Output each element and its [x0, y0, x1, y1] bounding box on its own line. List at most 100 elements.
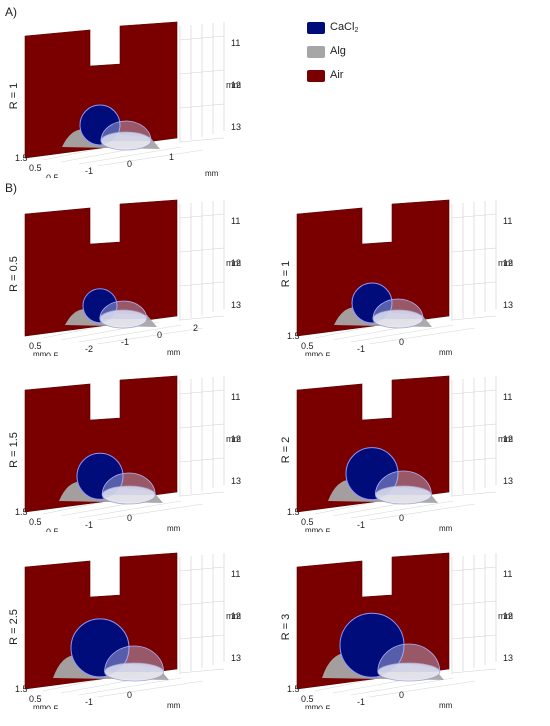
z-tick-label: 11: [503, 216, 512, 226]
y-tick-label: -2: [85, 344, 93, 354]
axis-grid: [451, 200, 497, 321]
floor-line: [350, 324, 454, 343]
grid-line-horizontal: [451, 600, 497, 606]
panel-r-label: R = 1: [280, 261, 292, 288]
x-axis-unit: mm: [305, 526, 319, 532]
y-tick-label: 0: [399, 690, 404, 700]
z-tick-label: 12: [503, 611, 513, 621]
floor-line: [78, 677, 182, 696]
grid-line-horizontal: [451, 423, 497, 429]
x-tick-label: 0.5: [29, 341, 42, 351]
floor-line: [368, 327, 476, 345]
x-tick-label: 1.5: [15, 153, 28, 163]
y-tick-label: -1: [121, 337, 129, 347]
legend-item-air: Air: [307, 69, 427, 84]
x-tick-label: -0.5: [315, 351, 331, 356]
x-tick-label: 0.5: [29, 694, 42, 704]
legend-item-cacl2: CaCl2: [307, 21, 427, 36]
z-tick-label: 12: [231, 80, 241, 90]
z-tick-label: 13: [231, 476, 241, 486]
y-tick-label: -1: [357, 520, 365, 530]
cacl2-droplet: [339, 612, 405, 678]
z-tick-label: 13: [503, 653, 513, 663]
y-tick-label: 2: [193, 323, 198, 333]
z-tick-label: 11: [231, 569, 240, 579]
alginate-dome: [375, 470, 432, 496]
y-tick-label: -1: [85, 166, 93, 176]
axis-grid: [179, 376, 225, 497]
alginate-dome: [372, 298, 424, 320]
z-tick-label: 11: [503, 392, 512, 402]
z-tick-label: 13: [503, 300, 513, 310]
floor-line: [78, 324, 182, 343]
alginate-dome: [377, 643, 441, 673]
legend-label-air: Air: [330, 69, 344, 81]
z-tick-label: 12: [503, 434, 513, 444]
grid-line-horizontal: [451, 247, 497, 253]
panel-r-label: R = 3: [280, 614, 292, 641]
air-slab: [24, 375, 178, 513]
air-slab: [24, 199, 178, 337]
x-tick-label: -0.5: [315, 704, 331, 709]
axis-grid: [179, 553, 225, 674]
grid-line-horizontal: [179, 600, 225, 606]
grid-line-horizontal: [451, 457, 497, 463]
y-axis-unit: mm: [167, 348, 181, 356]
x-tick-label: 0.5: [29, 163, 42, 173]
x-tick-label: -0.5: [43, 351, 59, 356]
grid-line-horizontal: [451, 491, 497, 497]
legend-swatch-cacl2: [307, 22, 325, 34]
floor-line: [350, 677, 454, 696]
grid-line-horizontal: [179, 668, 225, 674]
z-tick-label: 12: [231, 434, 241, 444]
z-tick-label: 13: [503, 476, 513, 486]
grid-line-horizontal: [451, 634, 497, 640]
x-tick-label: 1.5: [287, 684, 300, 694]
alginate-dome: [100, 120, 152, 142]
floor-line: [78, 500, 182, 519]
x-tick-label: -0.5: [43, 527, 59, 532]
floor-line: [96, 680, 204, 698]
panel-r-label: R = 1.5: [8, 432, 20, 468]
grid-line-horizontal: [179, 247, 225, 253]
z-tick-label: 11: [231, 38, 240, 48]
x-tick-label: 0.5: [301, 341, 314, 351]
y-tick-label: 0: [127, 690, 132, 700]
x-tick-label: 1.5: [15, 507, 28, 517]
x-axis-unit: mm: [305, 703, 319, 709]
panel-r-label: R = 1: [8, 83, 20, 110]
section-label-b: B): [5, 181, 17, 195]
y-tick-label: 0: [127, 159, 132, 169]
alginate-dome: [99, 300, 148, 320]
legend-swatch-air: [307, 70, 325, 82]
grid-line-horizontal: [451, 668, 497, 674]
y-axis-unit: mm: [439, 524, 453, 532]
y-axis-unit: mm: [439, 701, 453, 709]
axis-grid: [451, 376, 497, 497]
x-tick-label: 0.5: [301, 694, 314, 704]
grid-line-horizontal: [179, 213, 225, 219]
grid-line-horizontal: [179, 389, 225, 395]
floor-line: [368, 503, 476, 521]
y-axis-unit: mm: [167, 524, 181, 532]
legend-label-alg: Alg: [330, 45, 346, 57]
x-tick-label: 1.5: [15, 684, 28, 694]
grid-line-horizontal: [179, 457, 225, 463]
z-axis-unit: mm: [498, 611, 513, 621]
grid-line-horizontal: [451, 566, 497, 572]
grid-line-horizontal: [179, 491, 225, 497]
grid-line-horizontal: [179, 315, 225, 321]
y-tick-label: -1: [85, 520, 93, 530]
legend-item-alg: Alg: [307, 45, 427, 60]
z-axis-unit: mm: [226, 80, 241, 90]
z-axis-unit: mm: [498, 258, 513, 268]
y-axis-unit: mm: [167, 701, 181, 709]
